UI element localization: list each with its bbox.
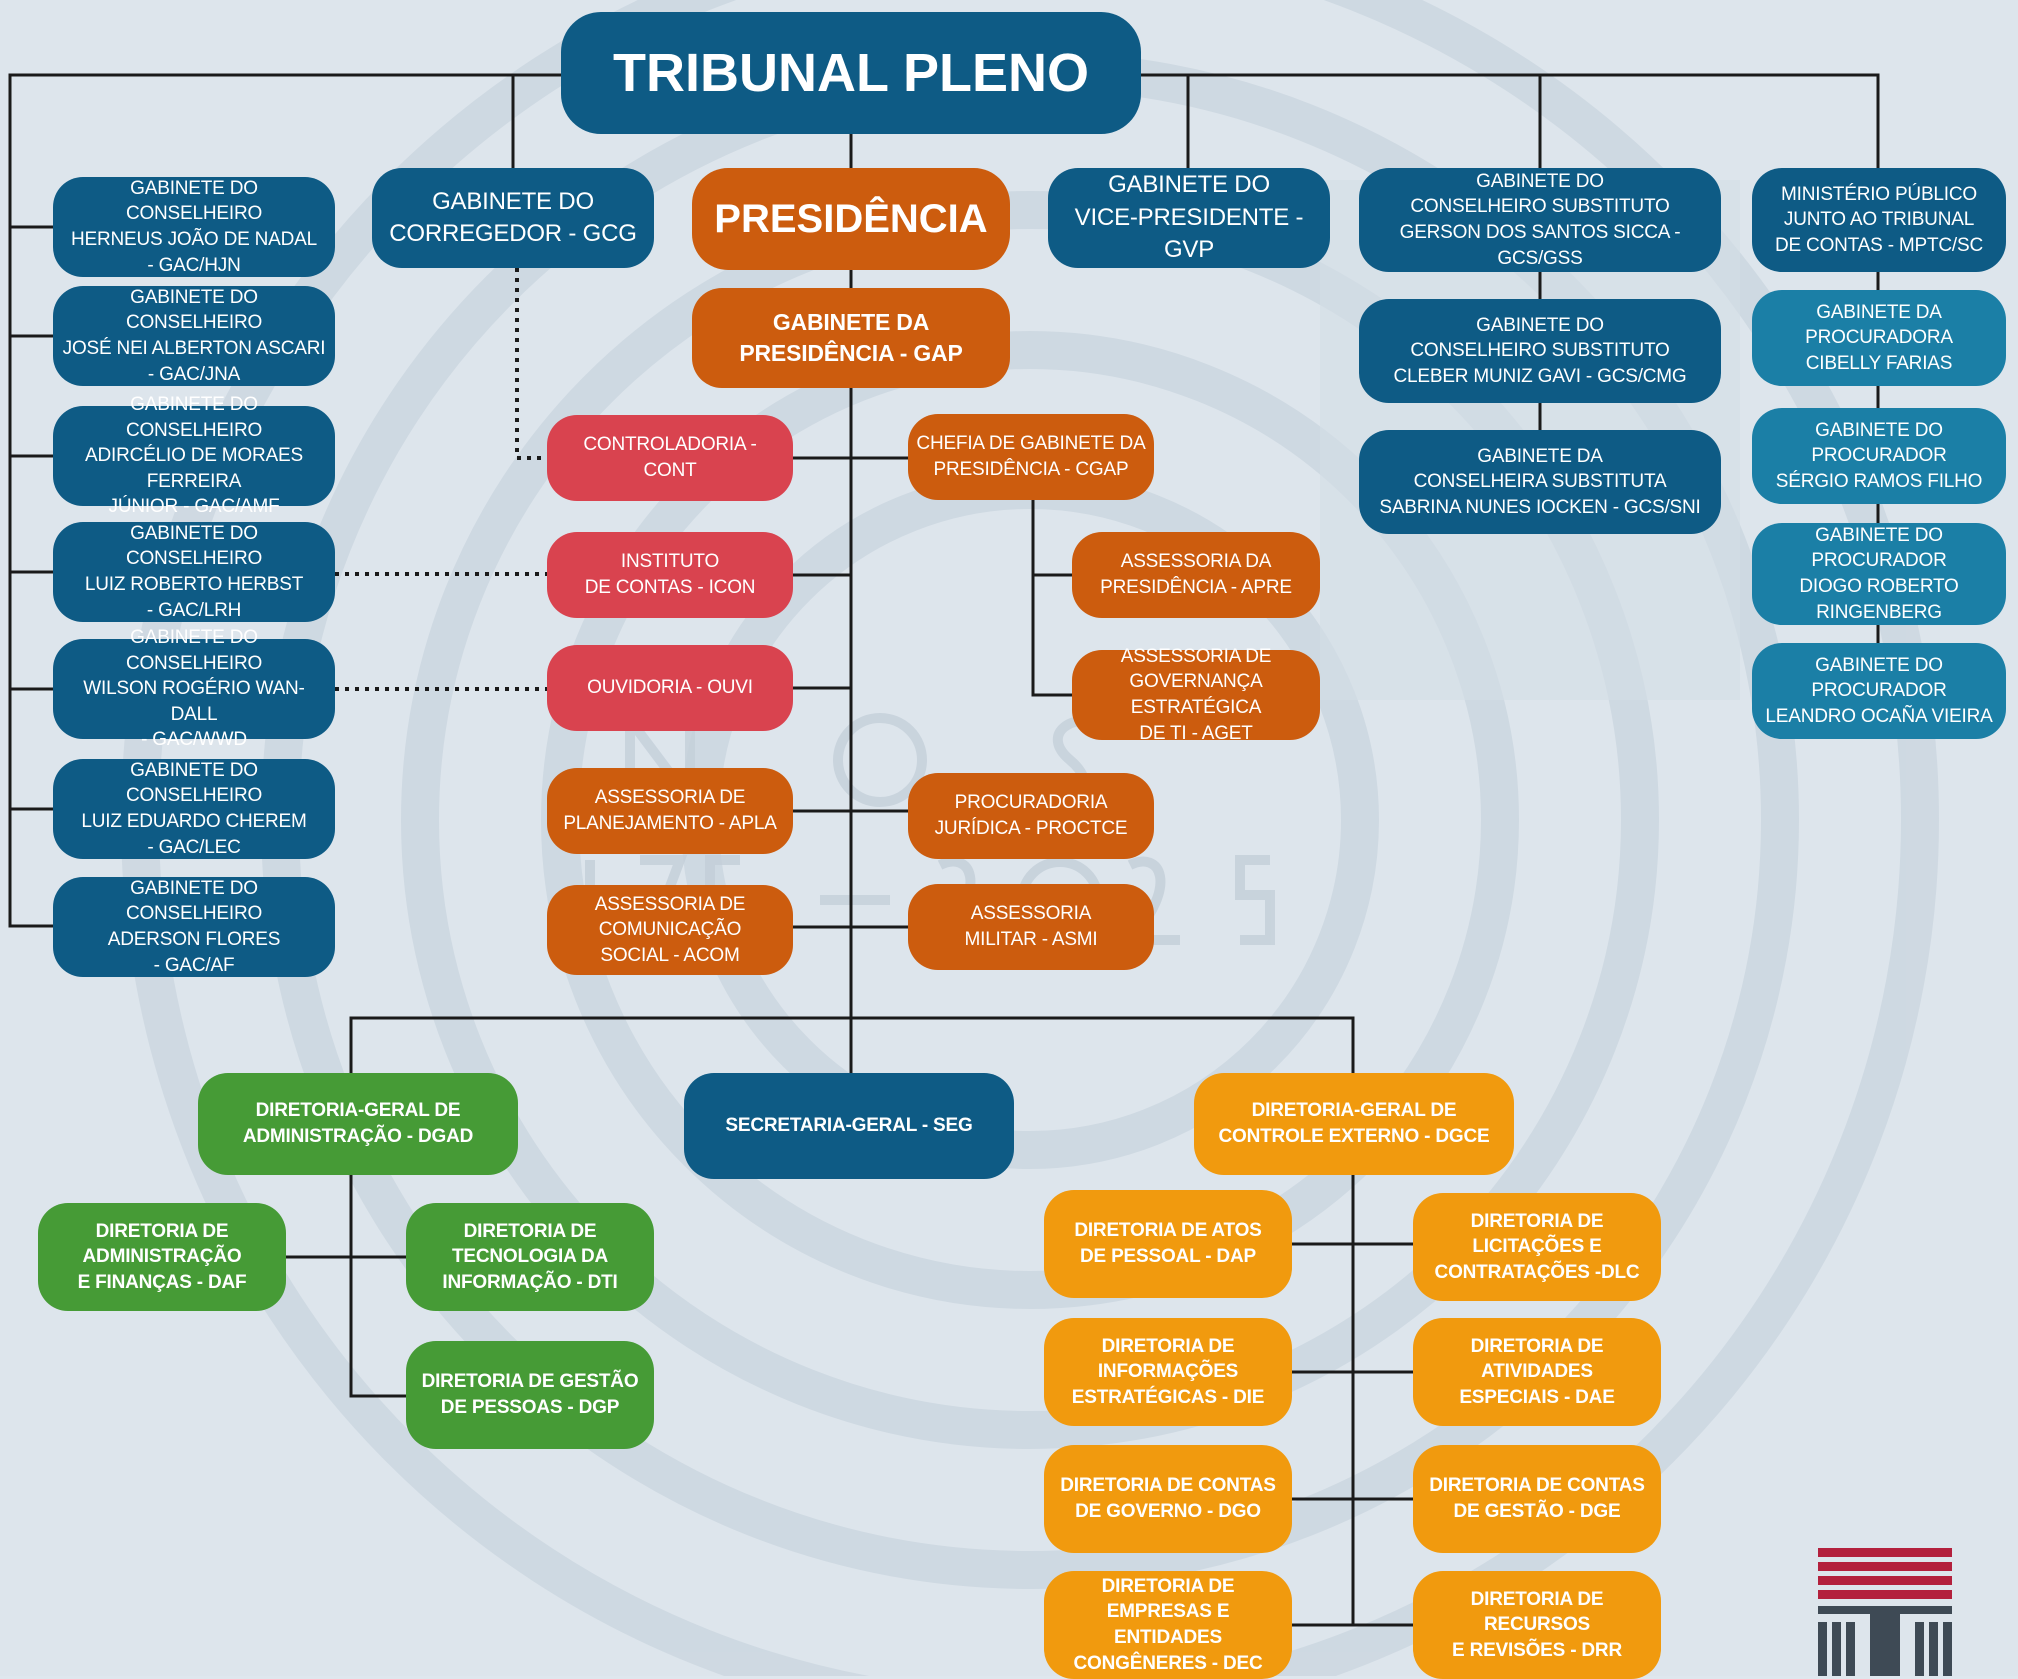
gac-lec-node: GABINETE DO CONSELHEIRO LUIZ EDUARDO CHE… [53, 759, 335, 859]
seg-node: SECRETARIA-GERAL - SEG [684, 1073, 1014, 1179]
daf-node: DIRETORIA DE ADMINISTRAÇÃO E FINANÇAS - … [38, 1203, 286, 1311]
cgap-node: CHEFIA DE GABINETE DA PRESIDÊNCIA - CGAP [908, 414, 1154, 500]
dec-node: DIRETORIA DE EMPRESAS E ENTIDADES CONGÊN… [1044, 1571, 1292, 1679]
gac-lrh-node: GABINETE DO CONSELHEIRO LUIZ ROBERTO HER… [53, 522, 335, 622]
dgce-node: DIRETORIA-GERAL DE CONTROLE EXTERNO - DG… [1194, 1073, 1514, 1175]
gcg-cont-dotted-line [515, 268, 547, 460]
gac-hjn-node: GABINETE DO CONSELHEIRO HERNEUS JOÃO DE … [53, 177, 335, 277]
dgo-node: DIRETORIA DE CONTAS DE GOVERNO - DGO [1044, 1445, 1292, 1553]
mptc-node: MINISTÉRIO PÚBLICO JUNTO AO TRIBUNAL DE … [1752, 168, 2006, 272]
left-trunk-line [8, 73, 562, 928]
icon-node: INSTITUTO DE CONTAS - ICON [547, 532, 793, 618]
apla-node: ASSESSORIA DE PLANEJAMENTO - APLA [547, 768, 793, 854]
gvp-node: GABINETE DO VICE-PRESIDENTE - GVP [1048, 168, 1330, 268]
right-trunk-line [1141, 73, 1880, 168]
presidencia-node: PRESIDÊNCIA [692, 168, 1010, 270]
gac-af-node: GABINETE DO CONSELHEIRO ADERSON FLORES -… [53, 877, 335, 977]
dti-node: DIRETORIA DE TECNOLOGIA DA INFORMAÇÃO - … [406, 1203, 654, 1311]
cgap-subtree-line [1031, 500, 1072, 697]
gcs-sni-node: GABINETE DA CONSELHEIRA SUBSTITUTA SABRI… [1359, 430, 1721, 534]
cont-node: CONTROLADORIA - CONT [547, 415, 793, 501]
aget-node: ASSESSORIA DE GOVERNANÇA ESTRATÉGICA DE … [1072, 646, 1320, 744]
gac-wwd-node: GABINETE DO CONSELHEIRO WILSON ROGÉRIO W… [53, 627, 335, 750]
tribunal-pleno-node: TRIBUNAL PLENO [561, 12, 1141, 134]
tce-sc-logo-icon [1818, 1548, 1952, 1676]
dae-node: DIRETORIA DE ATIVIDADES ESPECIAIS - DAE [1413, 1318, 1661, 1426]
proc-sergio-node: GABINETE DO PROCURADOR SÉRGIO RAMOS FILH… [1752, 408, 2006, 504]
asmi-node: ASSESSORIA MILITAR - ASMI [908, 884, 1154, 970]
ouvi-node: OUVIDORIA - OUVI [547, 645, 793, 731]
dgad-subtree-line [349, 1175, 406, 1398]
bottom-bar-line [349, 1016, 1355, 1073]
gcs-cmg-node: GABINETE DO CONSELHEIRO SUBSTITUTO CLEBE… [1359, 299, 1721, 403]
proctce-node: PROCURADORIA JURÍDICA - PROCTCE [908, 773, 1154, 859]
gap-node: GABINETE DA PRESIDÊNCIA - GAP [692, 288, 1010, 388]
dgp-node: DIRETORIA DE GESTÃO DE PESSOAS - DGP [406, 1341, 654, 1449]
acom-node: ASSESSORIA DE COMUNICAÇÃO SOCIAL - ACOM [547, 885, 793, 975]
gac-amf-node: GABINETE DO CONSELHEIRO ADIRCÉLIO DE MOR… [53, 394, 335, 517]
apre-node: ASSESSORIA DA PRESIDÊNCIA - APRE [1072, 532, 1320, 618]
dge-node: DIRETORIA DE CONTAS DE GESTÃO - DGE [1413, 1445, 1661, 1553]
die-node: DIRETORIA DE INFORMAÇÕES ESTRATÉGICAS - … [1044, 1318, 1292, 1426]
drr-node: DIRETORIA DE RECURSOS E REVISÕES - DRR [1413, 1571, 1661, 1679]
dgad-node: DIRETORIA-GERAL DE ADMINISTRAÇÃO - DGAD [198, 1073, 518, 1175]
proc-diogo-node: GABINETE DO PROCURADOR DIOGO ROBERTO RIN… [1752, 523, 2006, 625]
dap-node: DIRETORIA DE ATOS DE PESSOAL - DAP [1044, 1190, 1292, 1298]
gcg-node: GABINETE DO CORREGEDOR - GCG [372, 168, 654, 268]
proc-cibelly-node: GABINETE DA PROCURADORA CIBELLY FARIAS [1752, 290, 2006, 386]
gcs-gss-node: GABINETE DO CONSELHEIRO SUBSTITUTO GERSO… [1359, 168, 1721, 272]
proc-leandro-node: GABINETE DO PROCURADOR LEANDRO OCAÑA VIE… [1752, 643, 2006, 739]
dlc-node: DIRETORIA DE LICITAÇÕES E CONTRATAÇÕES -… [1413, 1193, 1661, 1301]
gac-jna-node: GABINETE DO CONSELHEIRO JOSÉ NEI ALBERTO… [53, 286, 335, 386]
